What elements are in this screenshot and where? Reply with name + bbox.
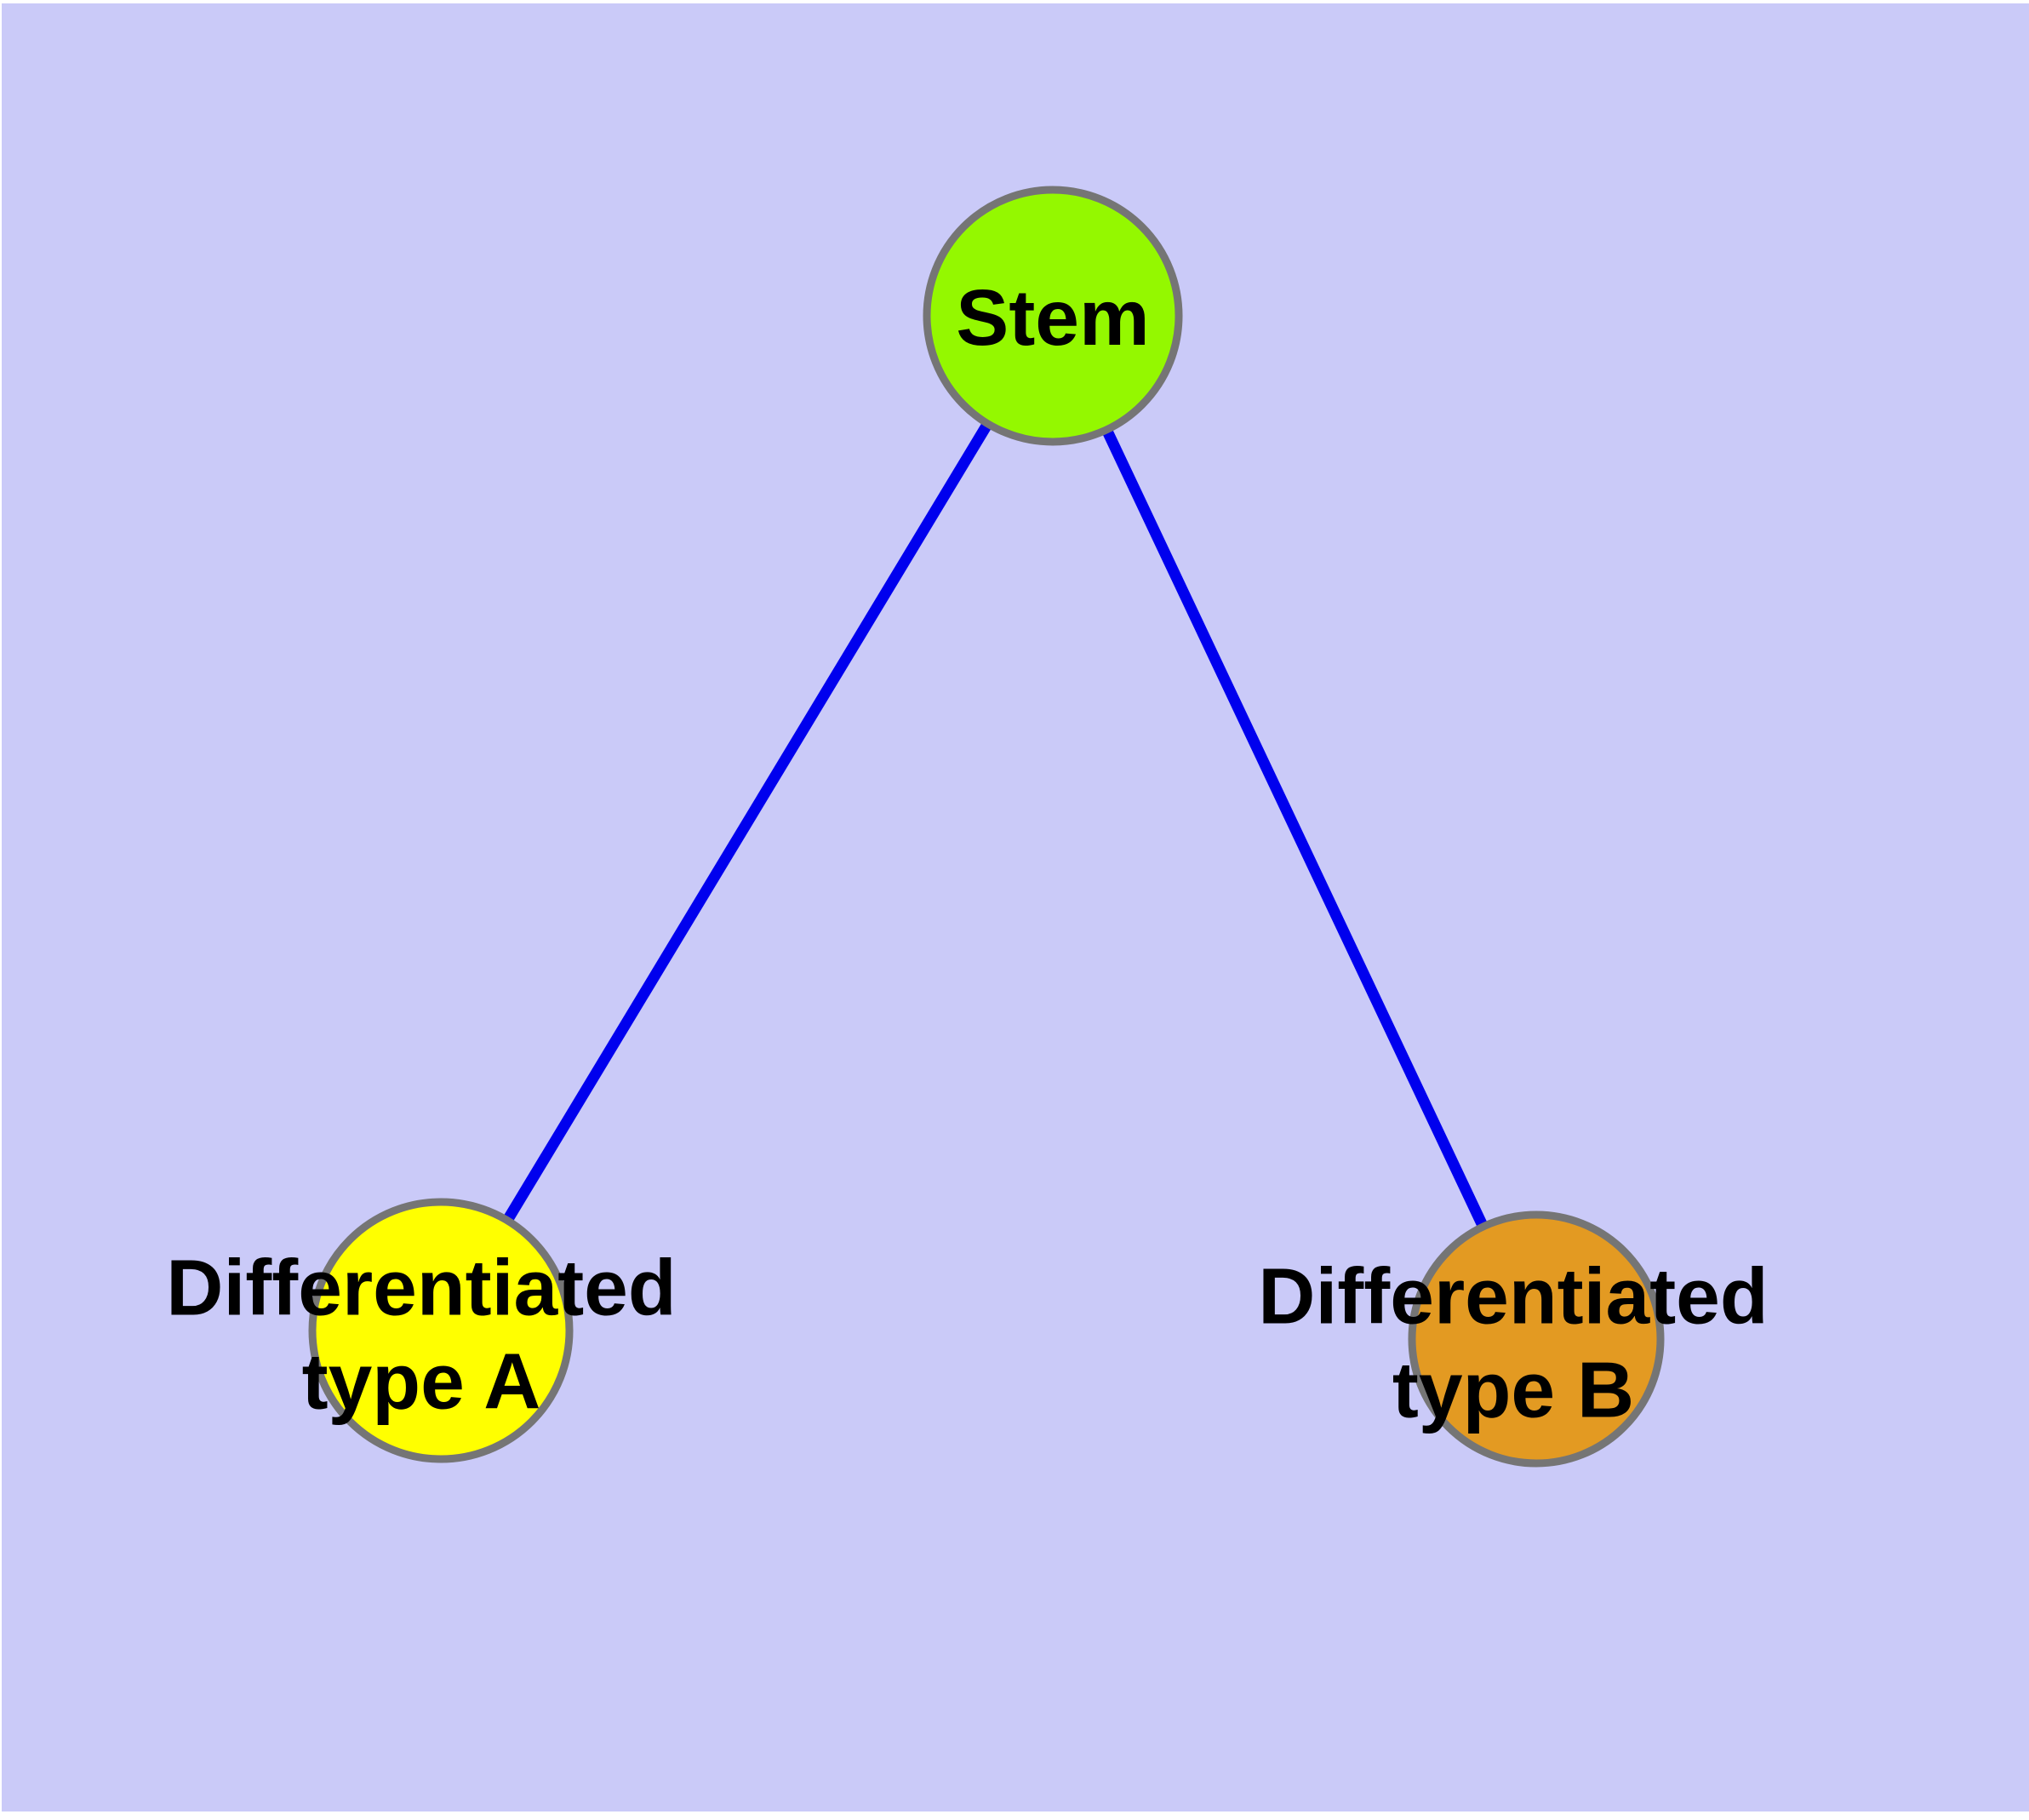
edge-stem-to-type-a [436,312,1058,1334]
node-type-a-label-line2: type A [301,1336,541,1425]
node-stem-label-line: Stem [956,273,1150,363]
node-stem-circle [923,186,1183,446]
node-type-b-label-line2: type B [1392,1345,1635,1434]
node-stem-label: Stem [956,272,1149,365]
node-type-b-circle [1408,1210,1665,1468]
node-type-a-circle [308,1198,574,1463]
node-type-b-label-line1: Differentiated [1258,1251,1769,1341]
edge-stem-to-type-b [1048,313,1541,1342]
node-type-a-label: Differentiated type A [166,1241,676,1428]
node-type-b-label: Differentiated type B [1258,1250,1768,1436]
node-type-a-label-line1: Differentiated [166,1243,677,1332]
